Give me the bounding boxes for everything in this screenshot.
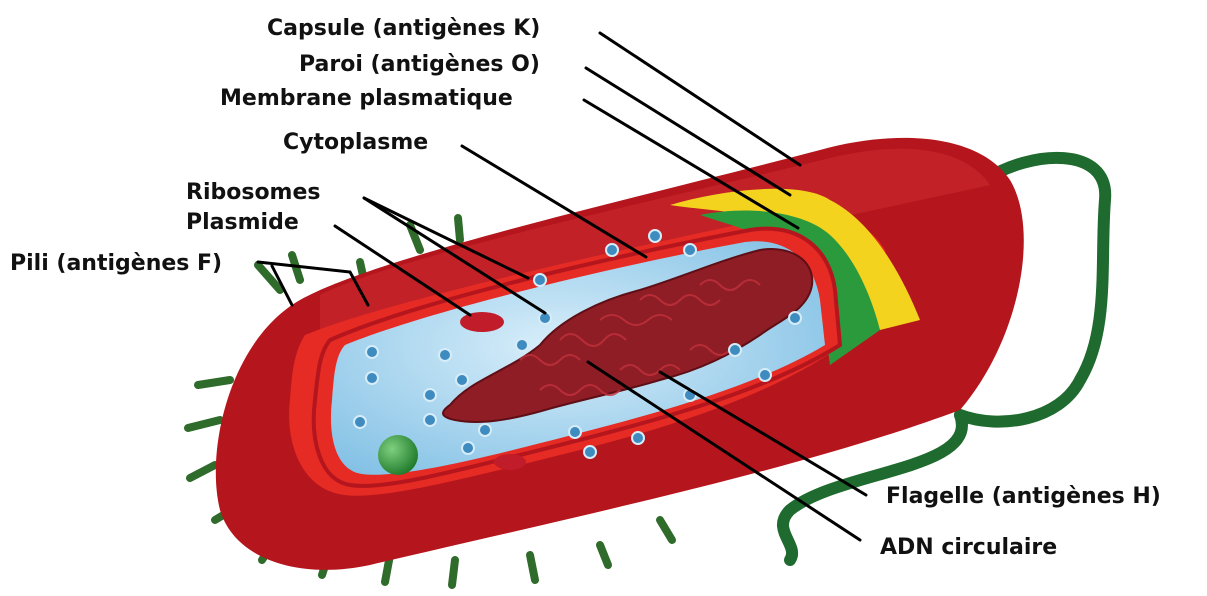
plasmid-small: [494, 454, 526, 470]
leader-paroi: [586, 68, 790, 195]
label-membrane: Membrane plasmatique: [220, 86, 513, 112]
plasmid: [460, 312, 504, 332]
label-adn: ADN circulaire: [880, 535, 1057, 561]
leader-capsule: [600, 33, 800, 165]
label-cytoplasme: Cytoplasme: [283, 130, 428, 156]
label-capsule: Capsule (antigènes K): [267, 16, 540, 42]
label-plasmide: Plasmide: [186, 210, 299, 236]
label-flagelle: Flagelle (antigènes H): [886, 484, 1161, 510]
granule: [378, 435, 418, 475]
label-paroi: Paroi (antigènes O): [299, 52, 540, 78]
label-ribosomes: Ribosomes: [186, 180, 321, 206]
label-pili: Pili (antigènes F): [10, 251, 222, 277]
